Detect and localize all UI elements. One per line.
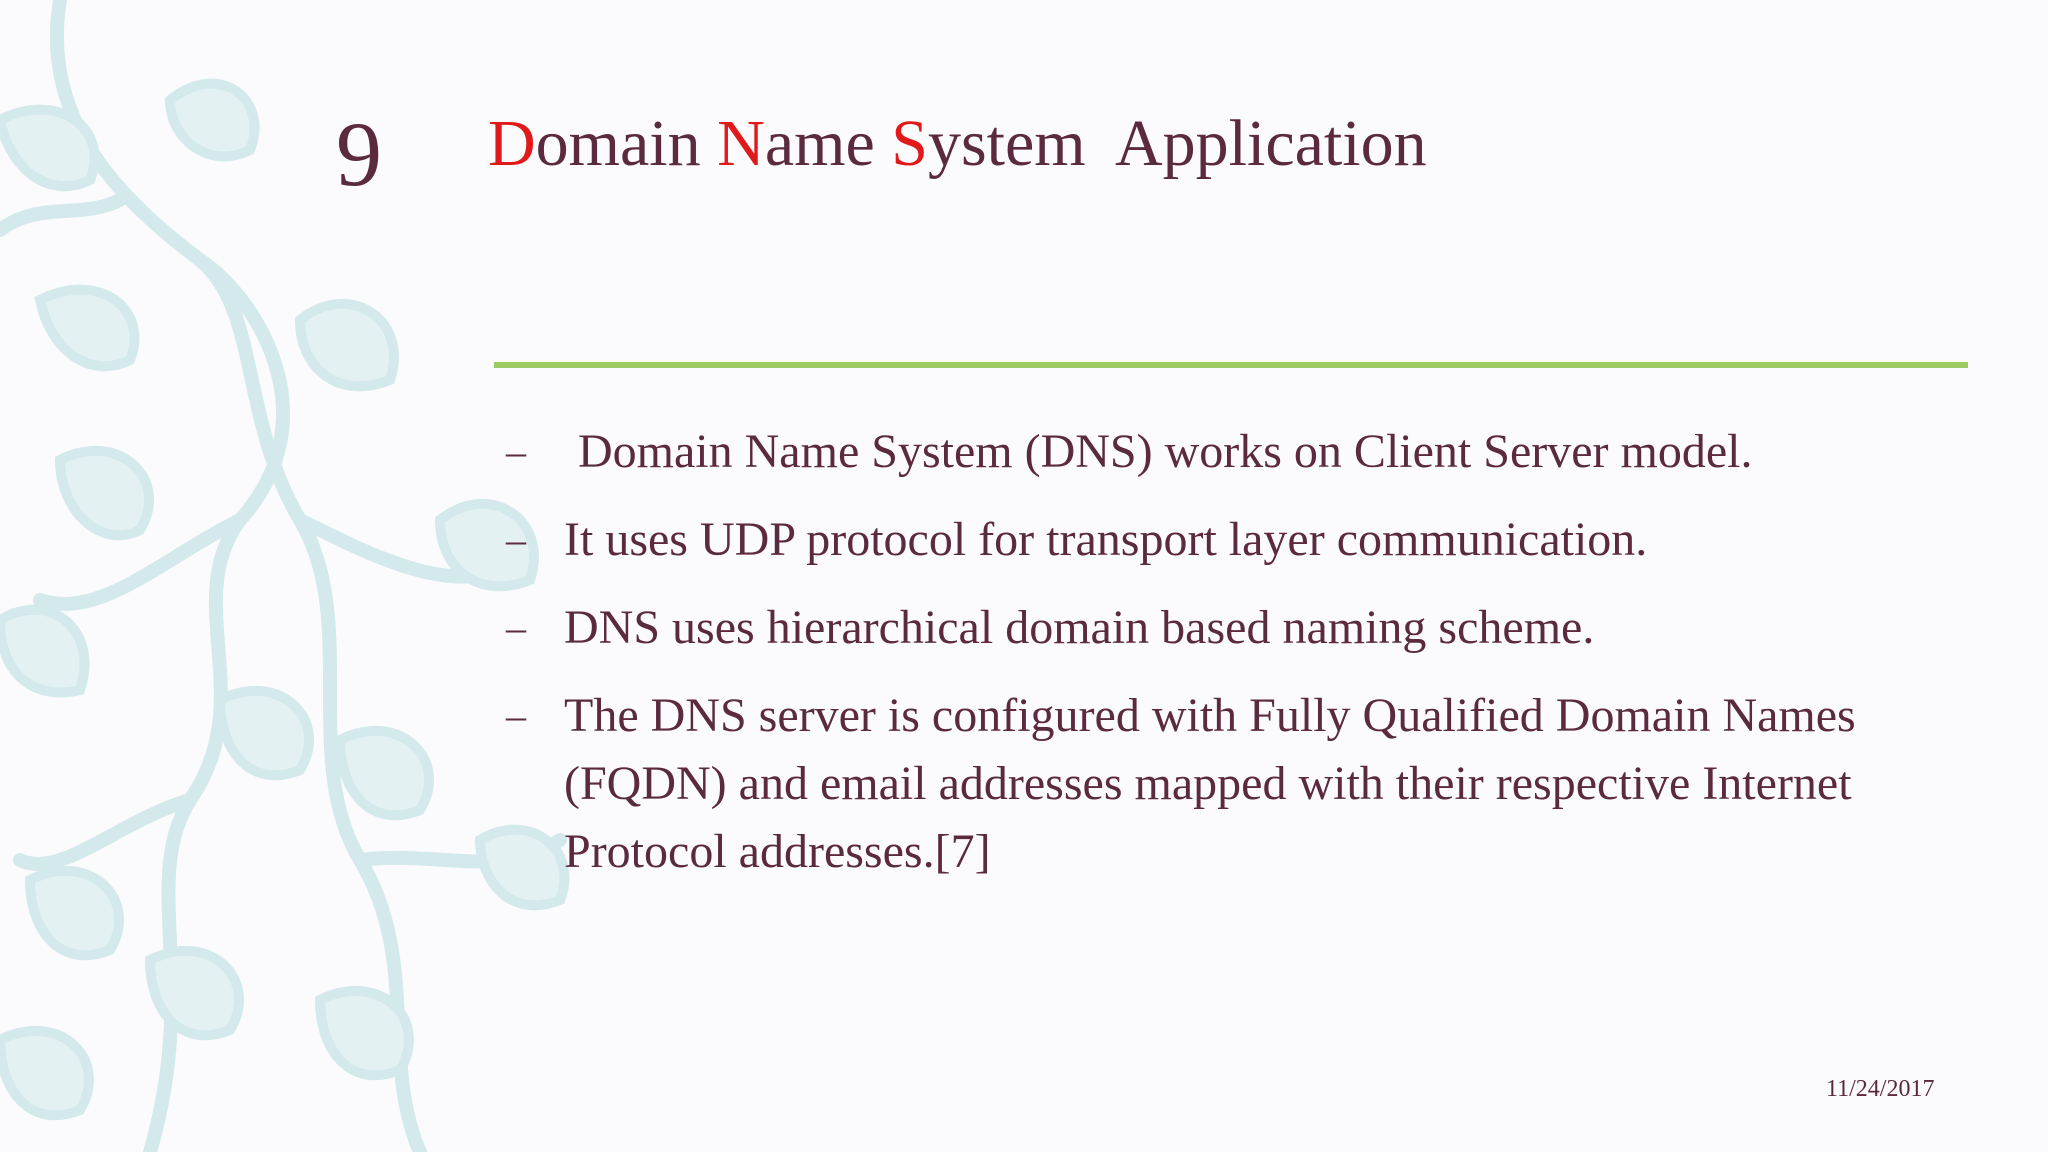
bullet-item: – It uses UDP protocol for transport lay… [506, 506, 1976, 574]
bullet-text: The DNS server is configured with Fully … [564, 689, 1856, 878]
bullet-text: It uses UDP protocol for transport layer… [564, 513, 1648, 566]
bullet-item: – Domain Name System (DNS) works on Clie… [506, 418, 1976, 486]
bullet-text: Domain Name System (DNS) works on Client… [578, 425, 1753, 478]
bullet-text: DNS uses hierarchical domain based namin… [564, 601, 1595, 654]
slide-number: 9 [336, 103, 382, 205]
title-initial-s: S [891, 107, 928, 180]
bullet-dash: – [506, 605, 526, 650]
bullet-dash: – [506, 693, 526, 738]
bullet-item: – DNS uses hierarchical domain based nam… [506, 594, 1976, 662]
bullet-list: – Domain Name System (DNS) works on Clie… [506, 418, 1976, 906]
slide-title: Domain Name System Application [488, 107, 1427, 181]
title-word-rest: ame [764, 107, 892, 180]
bullet-dash: – [506, 517, 526, 562]
vine-leaf-decoration [0, 0, 570, 1152]
title-word-rest: ystem Application [927, 107, 1427, 180]
slide-date: 11/24/2017 [1826, 1076, 1935, 1102]
bullet-item: – The DNS server is configured with Full… [506, 682, 1976, 886]
title-initial-n: N [717, 107, 765, 180]
title-initial-d: D [488, 107, 536, 180]
bullet-dash: – [506, 429, 526, 474]
title-word-rest: omain [535, 107, 718, 180]
title-divider [494, 362, 1968, 368]
